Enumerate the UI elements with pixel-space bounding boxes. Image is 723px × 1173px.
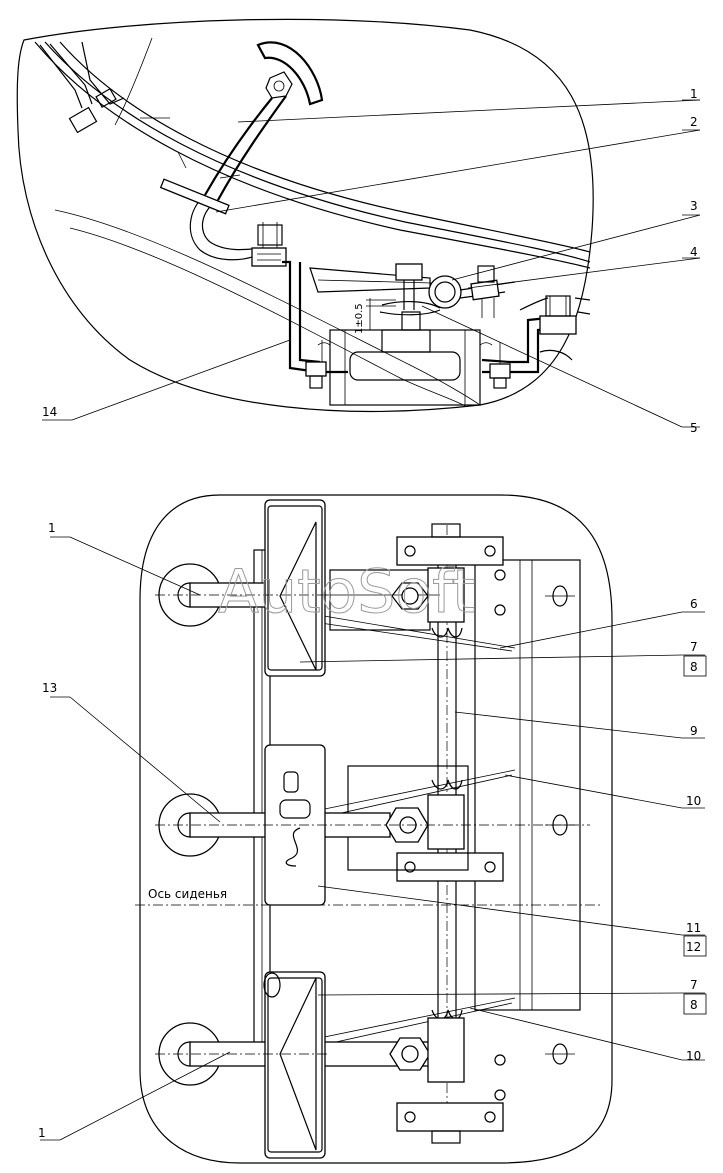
callout-10a: 10 <box>686 794 701 808</box>
callout-1-top: 1 <box>690 87 698 101</box>
callout-8a: 8 <box>690 660 698 674</box>
callout-6: 6 <box>690 597 698 611</box>
callout-9: 9 <box>690 724 698 738</box>
bottom-view-boundary <box>139 494 613 1164</box>
top-view-boundary <box>16 18 594 412</box>
callout-1a: 1 <box>48 521 56 535</box>
bottom-view: Ось сиденья 1 6 7 8 13 9 10 11 12 <box>38 494 707 1164</box>
top-view: 1±0.5 <box>16 18 701 435</box>
seat-axis-label: Ось сиденья <box>148 887 227 901</box>
callout-1b: 1 <box>38 1126 46 1140</box>
watermark: AutoSoft <box>218 557 476 627</box>
callout-7b: 7 <box>690 978 698 992</box>
callout-12: 12 <box>686 940 701 954</box>
callout-14-top: 14 <box>42 405 57 419</box>
callout-11: 11 <box>686 921 701 935</box>
callout-8b: 8 <box>690 998 698 1012</box>
callout-7a: 7 <box>690 640 698 654</box>
dimension-label: 1±0.5 <box>354 303 365 334</box>
callout-3-top: 3 <box>690 199 698 213</box>
callout-13: 13 <box>42 681 57 695</box>
callout-4-top: 4 <box>690 245 698 259</box>
callout-5-top: 5 <box>690 421 698 435</box>
callout-10b: 10 <box>686 1049 701 1063</box>
callout-2-top: 2 <box>690 115 698 129</box>
